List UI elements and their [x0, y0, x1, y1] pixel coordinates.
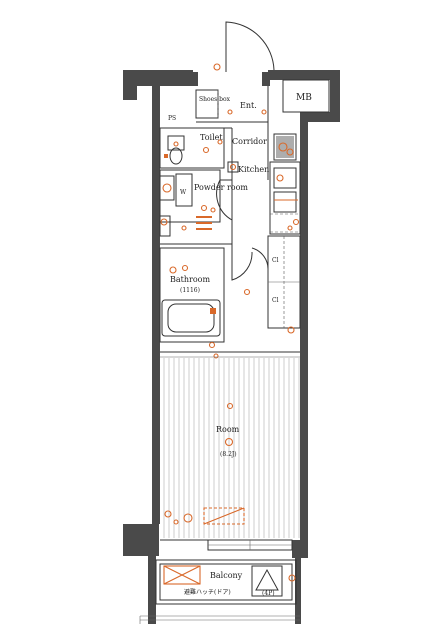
w-label: W: [180, 189, 187, 196]
main-room-floor: [163, 358, 300, 538]
bathroom: Bathroom (1116): [159, 247, 251, 359]
powder-room-label: Powder room: [194, 183, 248, 192]
mb-label: MB: [296, 93, 312, 103]
toilet-room: Toilet: [159, 127, 225, 169]
powder-room: W Powder room: [159, 169, 248, 237]
main-room: Room (8.2J): [160, 351, 300, 525]
room-label: Room: [216, 425, 240, 434]
closets: Cl Cl: [251, 235, 301, 334]
exterior-walls: [123, 70, 340, 624]
balcony-note-label: (4P): [262, 590, 275, 597]
balcony-label: Balcony: [210, 571, 243, 580]
balcony: 避難ハッチ(ドア) Balcony (4P): [139, 559, 300, 624]
corridor-label: Corridor: [232, 137, 267, 146]
entrance-area: Shoes box Ent.: [195, 86, 269, 123]
toilet-label: Toilet: [200, 133, 223, 142]
balcony-window: [160, 539, 293, 551]
shoe-box-label: Shoes box: [199, 96, 231, 103]
kitchen-label: Kitchen: [238, 165, 269, 174]
meter-box: MB: [282, 79, 330, 113]
bathroom-label: Bathroom: [170, 275, 210, 284]
cl-lower-label: Cl: [272, 297, 279, 304]
bathroom-size-label: (1116): [180, 287, 200, 294]
corridor-doors: [160, 179, 253, 281]
ps-label: PS: [168, 115, 176, 122]
entrance-door: [213, 21, 275, 72]
balcony-jp-label: 避難ハッチ(ドア): [184, 588, 231, 596]
ent-label: Ent.: [240, 101, 257, 110]
room-size-label: (8.2J): [220, 451, 237, 458]
corridor-kitchen: Corridor Kitchen: [227, 122, 301, 250]
cl-upper-label: Cl: [272, 257, 279, 264]
